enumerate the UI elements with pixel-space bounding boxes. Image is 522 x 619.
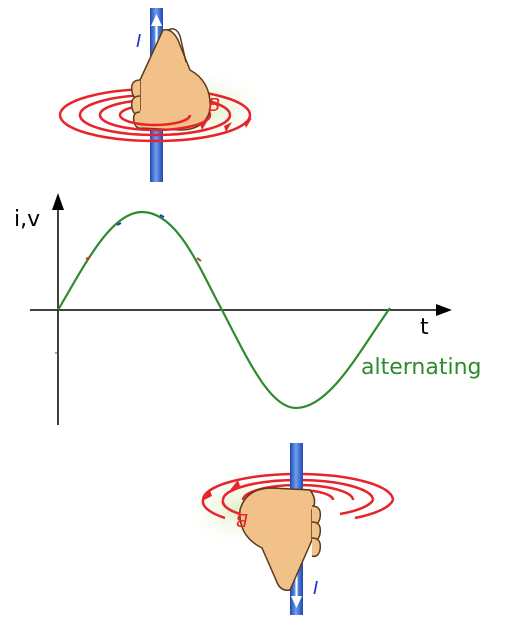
bottom-right-hand-rule: B I	[180, 443, 395, 615]
x-axis-arrowhead	[436, 304, 452, 316]
sine-curve	[57, 210, 391, 410]
y-axis-arrowhead	[52, 193, 64, 210]
curve-mark-blue-left	[116, 222, 122, 226]
top-field-label: B	[208, 95, 220, 116]
top-hand-icon	[130, 28, 211, 131]
bottom-field-label: B	[236, 509, 248, 530]
top-field-arrowheads	[200, 118, 252, 132]
curve-mark-red-right	[196, 257, 202, 262]
alternating-graph: i,v t alternating	[14, 193, 481, 425]
bottom-current-label: I	[313, 578, 318, 599]
x-axis-label: t	[420, 315, 429, 340]
curve-mark-blue-right	[159, 214, 165, 218]
top-field-rings-front	[58, 114, 252, 143]
bottom-hand-icon	[239, 487, 322, 592]
curve-mark-red-left	[85, 256, 91, 260]
top-right-hand-rule: I B	[58, 8, 275, 182]
bottom-field-rings-front	[201, 499, 395, 520]
bottom-field-arrowheads	[202, 480, 240, 501]
top-current-label: I	[136, 31, 141, 52]
y-axis-label: i,v	[14, 207, 40, 232]
curve-label: alternating	[361, 355, 481, 380]
